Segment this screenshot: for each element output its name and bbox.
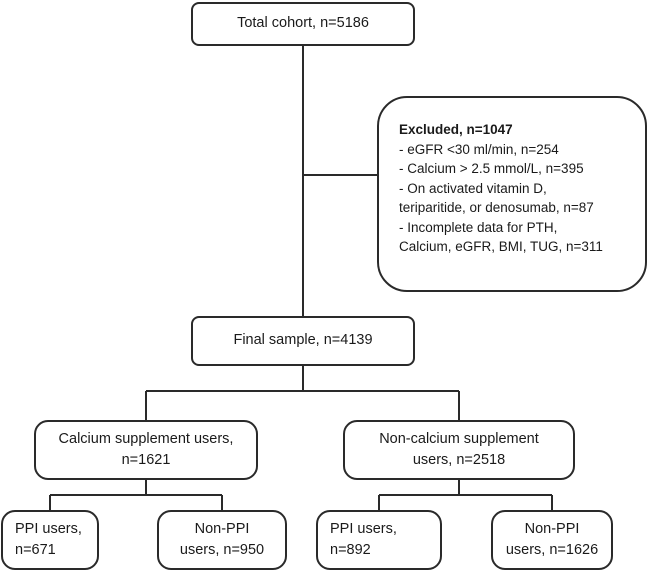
non-calcium-non-ppi-users-box: Non-PPI users, n=1626 [491, 510, 613, 570]
total-cohort-label: Total cohort, n=5186 [237, 15, 369, 32]
final-sample-label: Final sample, n=4139 [233, 332, 373, 349]
excluded-reason: - Calcium > 2.5 mmol/L, n=395 [399, 161, 584, 177]
non-calcium-users-box: Non-calcium supplement users, n=2518 [343, 420, 575, 480]
excluded-reason: Calcium, eGFR, BMI, TUG, n=311 [399, 239, 603, 255]
excluded-reason: - On activated vitamin D, [399, 180, 547, 196]
calcium-ppi-users-label: PPI users, [15, 520, 82, 537]
calcium-non-ppi-users-box: Non-PPI users, n=950 [157, 510, 287, 570]
non-calcium-ppi-users-label: PPI users, [330, 520, 397, 537]
calcium-users-count: n=1621 [121, 452, 171, 468]
excluded-reason: - Incomplete data for PTH, [399, 219, 558, 235]
non-calcium-users-label: Non-calcium supplement [379, 430, 539, 447]
calcium-users-box: Calcium supplement users, n=1621 [34, 420, 258, 480]
excluded-box: Excluded, n=1047 - eGFR <30 ml/min, n=25… [377, 96, 647, 292]
calcium-ppi-users-box: PPI users, n=671 [1, 510, 99, 570]
non-calcium-ppi-users-box: PPI users, n=892 [316, 510, 442, 570]
excluded-title: Excluded, n=1047 [399, 122, 513, 137]
total-cohort-box: Total cohort, n=5186 [191, 2, 415, 46]
excluded-reason: - eGFR <30 ml/min, n=254 [399, 141, 559, 157]
non-calcium-non-ppi-users-count: users, n=1626 [505, 542, 599, 558]
non-calcium-ppi-users-count: n=892 [330, 542, 371, 558]
excluded-reason: teriparitide, or denosumab, n=87 [399, 200, 594, 216]
calcium-non-ppi-users-count: users, n=950 [179, 542, 265, 558]
non-calcium-non-ppi-users-label: Non-PPI [524, 520, 580, 537]
calcium-ppi-users-count: n=671 [15, 542, 56, 558]
calcium-users-label: Calcium supplement users, [58, 430, 234, 447]
non-calcium-users-count: users, n=2518 [412, 452, 506, 468]
final-sample-box: Final sample, n=4139 [191, 316, 415, 366]
calcium-non-ppi-users-label: Non-PPI [194, 520, 250, 537]
